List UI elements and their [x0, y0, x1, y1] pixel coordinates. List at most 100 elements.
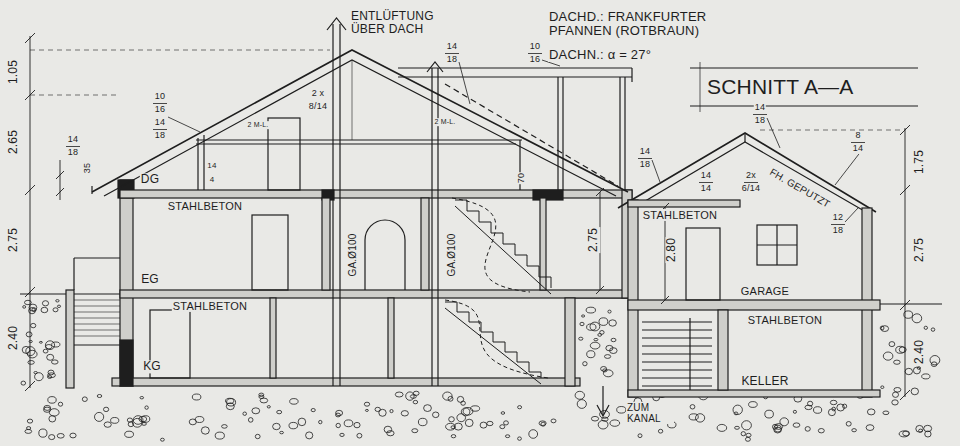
gravel-stone — [922, 374, 930, 379]
dimension-value: 2 x — [311, 89, 326, 99]
gravel-stone — [451, 435, 456, 438]
gravel-stone — [222, 425, 228, 429]
gravel-stone — [463, 408, 473, 416]
gravel-stone — [599, 318, 608, 326]
gravel-stone — [387, 431, 394, 436]
gravel-stone — [418, 418, 427, 425]
annotation-text: GARAGE — [740, 285, 790, 297]
gravel-stone — [852, 429, 857, 432]
gravel-stone — [22, 346, 30, 353]
dimension-value: 1.75 — [913, 149, 926, 175]
gravel-stone — [911, 388, 918, 395]
gravel-stone — [125, 431, 134, 437]
gravel-stone — [696, 414, 705, 422]
gravel-stone — [48, 376, 52, 379]
gravel-stone — [95, 412, 104, 421]
gravel-stone — [259, 395, 264, 398]
dimension-value: 14 — [700, 171, 712, 181]
gravel-stone — [551, 419, 556, 423]
dimension-value: 14 — [67, 135, 79, 145]
gravel-stone — [57, 305, 60, 307]
gravel-stone — [598, 334, 602, 337]
gravel-stone — [814, 407, 822, 414]
annotation-text: GA.Ø100 — [347, 232, 358, 277]
gravel-stone — [52, 360, 59, 364]
gravel-stone — [539, 421, 546, 426]
gravel-stone — [255, 434, 260, 438]
staircase — [445, 198, 551, 384]
gravel-stone — [917, 367, 920, 370]
gravel-stone — [892, 400, 898, 405]
dimension-value: 10 — [154, 92, 166, 102]
annotation-text: EG — [140, 273, 160, 286]
gravel-stone — [881, 326, 889, 332]
gravel-stone — [690, 405, 695, 409]
gravel-stone — [375, 407, 380, 411]
gravel-stone — [27, 419, 32, 423]
annotation-text: KG — [142, 360, 162, 373]
annotation-text: DACHD.: FRANKFURTER PFANNEN (ROTBRAUN) — [548, 10, 728, 39]
gravel-stone — [582, 315, 585, 317]
gravel-stone — [837, 404, 845, 411]
gravel-stone — [598, 420, 608, 429]
gravel-stone — [42, 301, 48, 306]
dimension-value: 14 — [852, 144, 864, 154]
gravel-stone — [903, 431, 910, 436]
gravel-stone — [905, 368, 912, 374]
drawing-title: SCHNITT A—A — [706, 75, 855, 98]
gravel-stone — [111, 418, 119, 424]
gravel-stone — [201, 427, 209, 434]
gravel-stone — [587, 351, 595, 358]
dimension-value: 14 — [206, 162, 217, 171]
gravel-stone — [603, 370, 613, 377]
dimension-value: 18 — [154, 131, 166, 141]
gravel-stone — [413, 400, 418, 403]
gravel-stone — [480, 422, 487, 428]
gravel-stone — [590, 342, 600, 349]
dimension-value: 35 — [83, 162, 93, 174]
drain-arrow — [597, 386, 609, 416]
gravel-stone — [52, 342, 60, 347]
dimension-value: 18 — [754, 116, 766, 126]
light-well — [66, 258, 120, 388]
annotation-text: STAHLBETON — [747, 314, 823, 326]
gravel-stone — [280, 431, 284, 433]
gravel-stone — [735, 426, 740, 429]
gravel-stone — [883, 352, 893, 360]
gravel-stone — [58, 402, 62, 406]
gravel-stone — [913, 367, 920, 374]
gravel-stone — [97, 395, 102, 398]
gravel-stone — [104, 407, 109, 411]
dimension-value: 4 — [209, 176, 216, 185]
gravel-stone — [501, 412, 505, 415]
gravel-stone — [866, 425, 874, 431]
gravel-stone — [336, 413, 341, 417]
vent-pipe — [327, 18, 443, 386]
annotation-text: FH. GEPUTZT — [767, 166, 833, 210]
gravel-stone — [43, 349, 48, 353]
annotation-text: STAHLBETON — [172, 300, 248, 312]
gravel-stone — [577, 400, 586, 409]
annotation-text: 2 M-L. — [433, 118, 456, 126]
gravel-stone — [344, 420, 353, 427]
dimension-value: 2.65 — [7, 129, 20, 155]
upper-roof-structure — [398, 68, 632, 190]
gravel-stone — [354, 422, 360, 427]
gravel-stone — [916, 425, 923, 432]
gravel-stone — [319, 420, 322, 423]
gravel-stone — [21, 381, 26, 385]
gravel-stone — [41, 307, 48, 312]
gravel-stone — [500, 425, 505, 429]
gravel-stone — [215, 432, 224, 439]
dimension-value: 8 — [854, 131, 861, 141]
gravel-stone — [461, 401, 466, 405]
dimension-value: 8/14 — [308, 102, 328, 112]
gravel-stone — [390, 410, 393, 413]
gravel-stone — [290, 399, 298, 405]
gravel-stone — [805, 427, 810, 432]
gravel-stone — [457, 414, 466, 422]
gravel-stone — [449, 417, 455, 422]
dimension-value: 2x — [745, 171, 757, 181]
gravel-stone — [34, 372, 37, 374]
